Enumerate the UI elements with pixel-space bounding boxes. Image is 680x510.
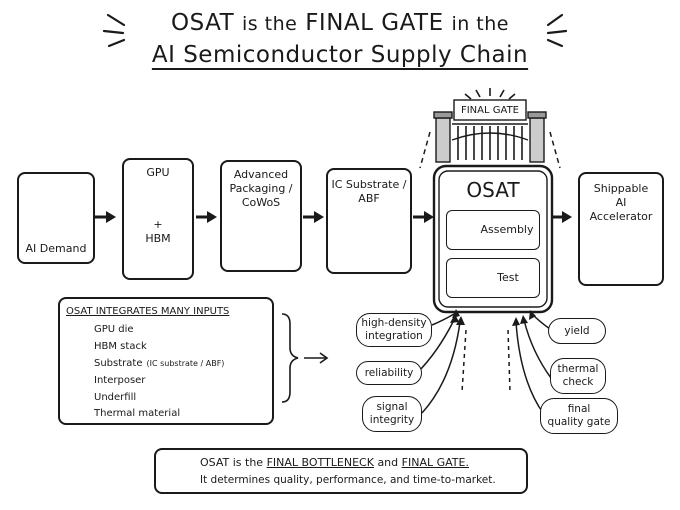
inputs-panel: OSAT INTEGRATES MANY INPUTS (58, 297, 274, 425)
title-final-gate: FINAL GATE (305, 10, 444, 36)
title-is-the: is the (241, 13, 298, 35)
title-osat: OSAT (171, 10, 235, 36)
input-item-thermal-material: Thermal material (94, 408, 181, 419)
substrate-line-2: ABF (358, 192, 380, 205)
shippable-line-1: Shippable (593, 182, 649, 195)
footer-box: OSAT is the FINAL BOTTLENECK and FINAL G… (154, 448, 528, 494)
factor-reliability: reliability (356, 361, 422, 385)
shippable-line-3: Accelerator (589, 210, 653, 223)
packaging-line-3: CoWoS (241, 196, 281, 209)
footer-line-2: It determines quality, performance, and … (200, 474, 496, 486)
inputs-heading: OSAT INTEGRATES MANY INPUTS (66, 306, 230, 317)
input-item-interposer: Interposer (94, 375, 146, 386)
ai-demand-label: AI Demand (25, 242, 87, 255)
gate-icon (433, 88, 547, 163)
assembly-label: Assembly (480, 223, 534, 236)
title-in-the: in the (451, 13, 509, 35)
packaging-box: Advanced Packaging / CoWoS (220, 160, 302, 272)
gpu-label: GPU (146, 166, 170, 179)
packaging-line-2: Packaging / (229, 182, 293, 195)
test-box: Test (446, 258, 540, 298)
plus-label: + (153, 218, 163, 231)
input-item-hbm-stack: HBM stack (94, 341, 147, 352)
shippable-line-2: AI (615, 196, 627, 209)
substrate-line-1: IC Substrate / (331, 178, 407, 191)
osat-title: OSAT (466, 178, 520, 202)
footer-line-1: OSAT is the FINAL BOTTLENECK and FINAL G… (200, 456, 469, 469)
input-item-underfill: Underfill (94, 392, 137, 403)
ai-demand-box: AI Demand (17, 172, 95, 264)
factor-yield: yield (548, 318, 606, 344)
gpu-hbm-box: GPU + HBM (122, 158, 194, 280)
title-line-2: AI Semiconductor Supply Chain (151, 42, 529, 68)
input-item-substrate: Substrate (IC substrate / ABF) (94, 358, 225, 369)
packaging-line-1: Advanced (233, 168, 289, 181)
test-label: Test (497, 271, 519, 284)
shippable-box: Shippable AI Accelerator (578, 172, 664, 286)
title-line-1: OSAT is the FINAL GATE in the (0, 10, 680, 36)
hbm-label: HBM (145, 232, 171, 245)
substrate-box: IC Substrate / ABF (326, 168, 412, 274)
assembly-box: Assembly (446, 210, 540, 250)
final-gate-sign: FINAL GATE (460, 105, 519, 116)
input-item-gpu-die: GPU die (94, 324, 134, 335)
